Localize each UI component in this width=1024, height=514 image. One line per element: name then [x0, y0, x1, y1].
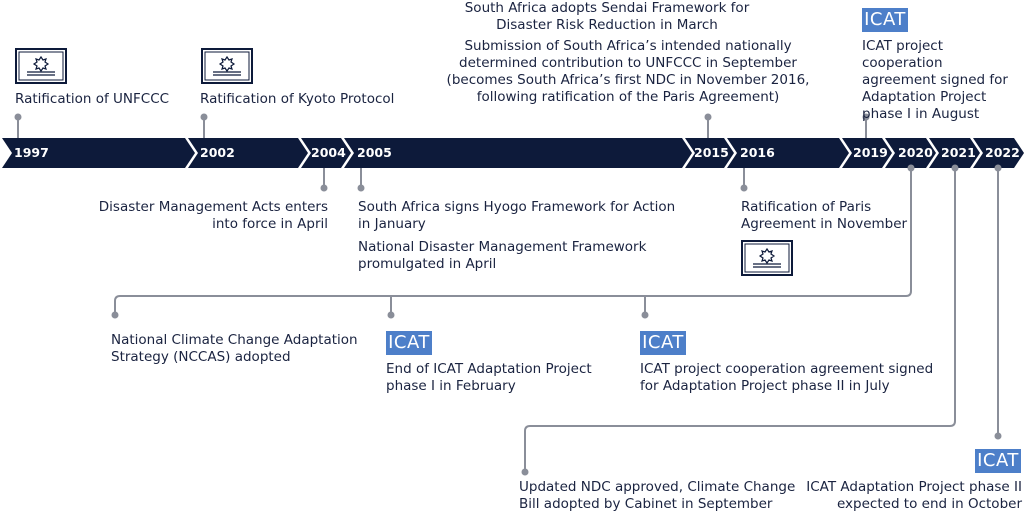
- certificate-icon: [741, 240, 793, 276]
- year-label: 2015: [694, 145, 729, 160]
- year-label: 2016: [740, 145, 775, 160]
- event-2002: Ratification of Kyoto Protocol: [200, 91, 395, 107]
- icat-badge: ICAT: [640, 331, 686, 355]
- event-2019: ICAT project cooperation agreement signe…: [862, 38, 1008, 122]
- icat-badge: ICAT: [862, 8, 908, 32]
- year-label: 2020: [898, 145, 933, 160]
- year-label: 2004: [311, 145, 346, 160]
- connectors: [17, 117, 999, 472]
- year-label: 2021: [941, 145, 976, 160]
- event-2005-framework: National Disaster Management Framework p…: [358, 239, 647, 272]
- icat-badge: ICAT: [975, 449, 1021, 473]
- year-label: 2019: [853, 145, 888, 160]
- certificate-icon: [201, 48, 253, 84]
- connector-dots: [14, 113, 1002, 476]
- year-label: 2022: [985, 145, 1020, 160]
- year-label: 1997: [14, 145, 49, 160]
- event-2020-end-phase1: End of ICAT Adaptation Project phase I i…: [386, 361, 592, 394]
- event-2004: Disaster Management Acts enters into for…: [98, 199, 328, 232]
- year-label: 2002: [200, 145, 235, 160]
- event-2005-hyogo: South Africa signs Hyogo Framework for A…: [358, 199, 676, 232]
- event-2020-phase2-signed: ICAT project cooperation agreement signe…: [640, 361, 934, 394]
- timeline-band: [2, 138, 1024, 168]
- event-2021: Updated NDC approved, Climate Change Bil…: [519, 479, 796, 512]
- event-2020-nccas: National Climate Change Adaptation Strat…: [111, 332, 358, 365]
- year-label: 2005: [357, 145, 392, 160]
- event-2015-sendai: South Africa adopts Sendai Framework for…: [464, 0, 750, 33]
- event-2022: ICAT Adaptation Project phase II expecte…: [806, 479, 1022, 512]
- icat-badge: ICAT: [386, 331, 432, 355]
- event-2016: Ratification of Paris Agreement in Novem…: [741, 199, 908, 232]
- certificate-icon: [15, 48, 67, 84]
- event-1997: Ratification of UNFCCC: [15, 91, 170, 107]
- event-2015-indc: Submission of South Africa’s intended na…: [446, 38, 810, 105]
